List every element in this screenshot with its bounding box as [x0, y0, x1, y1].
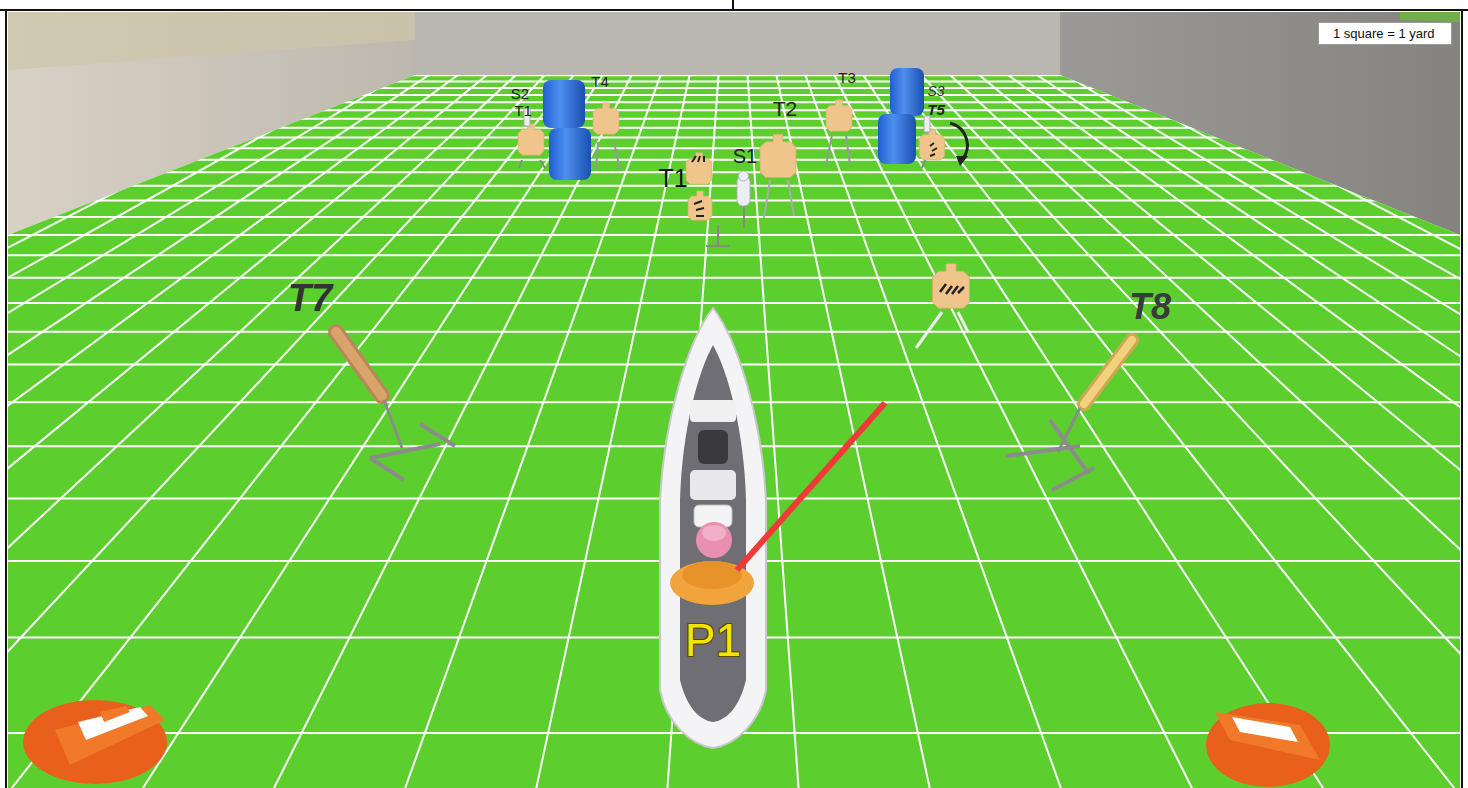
scale-note: 1 square = 1 yard — [1333, 26, 1437, 41]
grid-line — [0, 75, 168, 788]
grid-line — [1211, 75, 1468, 788]
back-wall — [415, 12, 1060, 75]
grid-line — [405, 75, 660, 788]
barrel-stack — [878, 68, 924, 164]
grid-line — [0, 75, 516, 788]
grid-line — [0, 75, 53, 788]
grid-line — [0, 74, 1468, 76]
grid-line — [0, 87, 1468, 89]
barrel-stack — [543, 80, 591, 180]
muzzle-line — [737, 403, 885, 570]
target-label: T2 — [773, 98, 798, 119]
grid-line — [0, 75, 545, 788]
steel-label: S3 — [927, 84, 944, 98]
scale-box: 1 square = 1 yard — [1318, 22, 1452, 45]
grid-line — [1413, 75, 1468, 788]
target-label: T3 — [838, 70, 856, 85]
target-board — [336, 332, 455, 480]
grid-line — [0, 75, 140, 788]
target-label: T7 — [288, 279, 332, 317]
grid-line — [1153, 75, 1468, 788]
traffic-cone — [23, 700, 167, 784]
target-label: T1 — [658, 166, 687, 191]
grid-line — [12, 75, 574, 788]
frame-line — [732, 0, 734, 10]
grid-line — [1298, 75, 1468, 788]
target-label: T5 — [927, 102, 945, 117]
grid-line — [0, 254, 1468, 256]
target — [760, 134, 796, 218]
grid-line — [0, 137, 1468, 139]
grass-edge — [1400, 12, 1460, 22]
grid-line — [834, 75, 1192, 788]
grid-line — [1182, 75, 1468, 788]
steel-label: S2 — [511, 86, 529, 101]
grid-line — [1008, 75, 1468, 788]
grid-line — [274, 75, 632, 788]
grid-line — [0, 234, 1468, 236]
grid-line — [0, 94, 1468, 96]
grid-line — [0, 75, 226, 788]
target — [916, 264, 969, 348]
grid-line — [1355, 75, 1468, 788]
grid-line — [0, 75, 255, 788]
target-label: T8 — [1129, 289, 1171, 325]
target — [593, 103, 620, 170]
target — [686, 153, 730, 246]
grid-line — [0, 109, 1468, 111]
boat — [660, 308, 766, 748]
grid-line — [1124, 75, 1468, 788]
grid-line — [0, 75, 284, 788]
target-label: T1 — [514, 103, 532, 118]
grid-line — [1240, 75, 1468, 788]
frame-line — [5, 10, 7, 788]
target — [826, 100, 852, 165]
grid-line — [0, 302, 1468, 304]
grid-line — [1095, 75, 1468, 788]
grid-line — [0, 75, 458, 788]
steel-label: S1 — [733, 146, 757, 166]
target-label: T4 — [591, 74, 609, 89]
grid-line — [0, 75, 371, 788]
grid-line — [1066, 75, 1468, 788]
traffic-cone — [1206, 703, 1330, 787]
wall-trim — [8, 12, 415, 70]
target — [919, 116, 968, 168]
grid-line — [0, 75, 429, 788]
grid-line — [0, 75, 111, 788]
grid-line — [0, 80, 1468, 82]
grid-line — [1269, 75, 1468, 788]
grid-line — [921, 75, 1468, 788]
grid-line — [0, 75, 197, 788]
grid-line — [892, 75, 1454, 788]
grid-line — [0, 75, 313, 788]
grid-line — [0, 118, 1468, 120]
yard-grid — [0, 75, 1468, 788]
position-label: P1 — [685, 617, 741, 663]
steel-popper — [737, 171, 750, 228]
grid-line — [0, 75, 400, 788]
grid-line — [0, 127, 1468, 129]
grid-line — [1384, 75, 1468, 788]
grid-line — [0, 331, 1468, 333]
grid-line — [979, 75, 1468, 788]
target-board — [1006, 340, 1132, 490]
grid-line — [1442, 75, 1468, 788]
grid-line — [1037, 75, 1468, 788]
grid-line — [1326, 75, 1468, 788]
grid-line — [0, 75, 82, 788]
grid-line — [776, 75, 929, 788]
grid-line — [0, 75, 24, 788]
grid-line — [0, 75, 487, 788]
grid-line — [950, 75, 1468, 788]
grid-line — [0, 101, 1468, 103]
frame-line — [1461, 10, 1463, 788]
grid-line — [0, 200, 1468, 202]
grid-line — [0, 171, 1468, 173]
grid-line — [0, 277, 1468, 279]
